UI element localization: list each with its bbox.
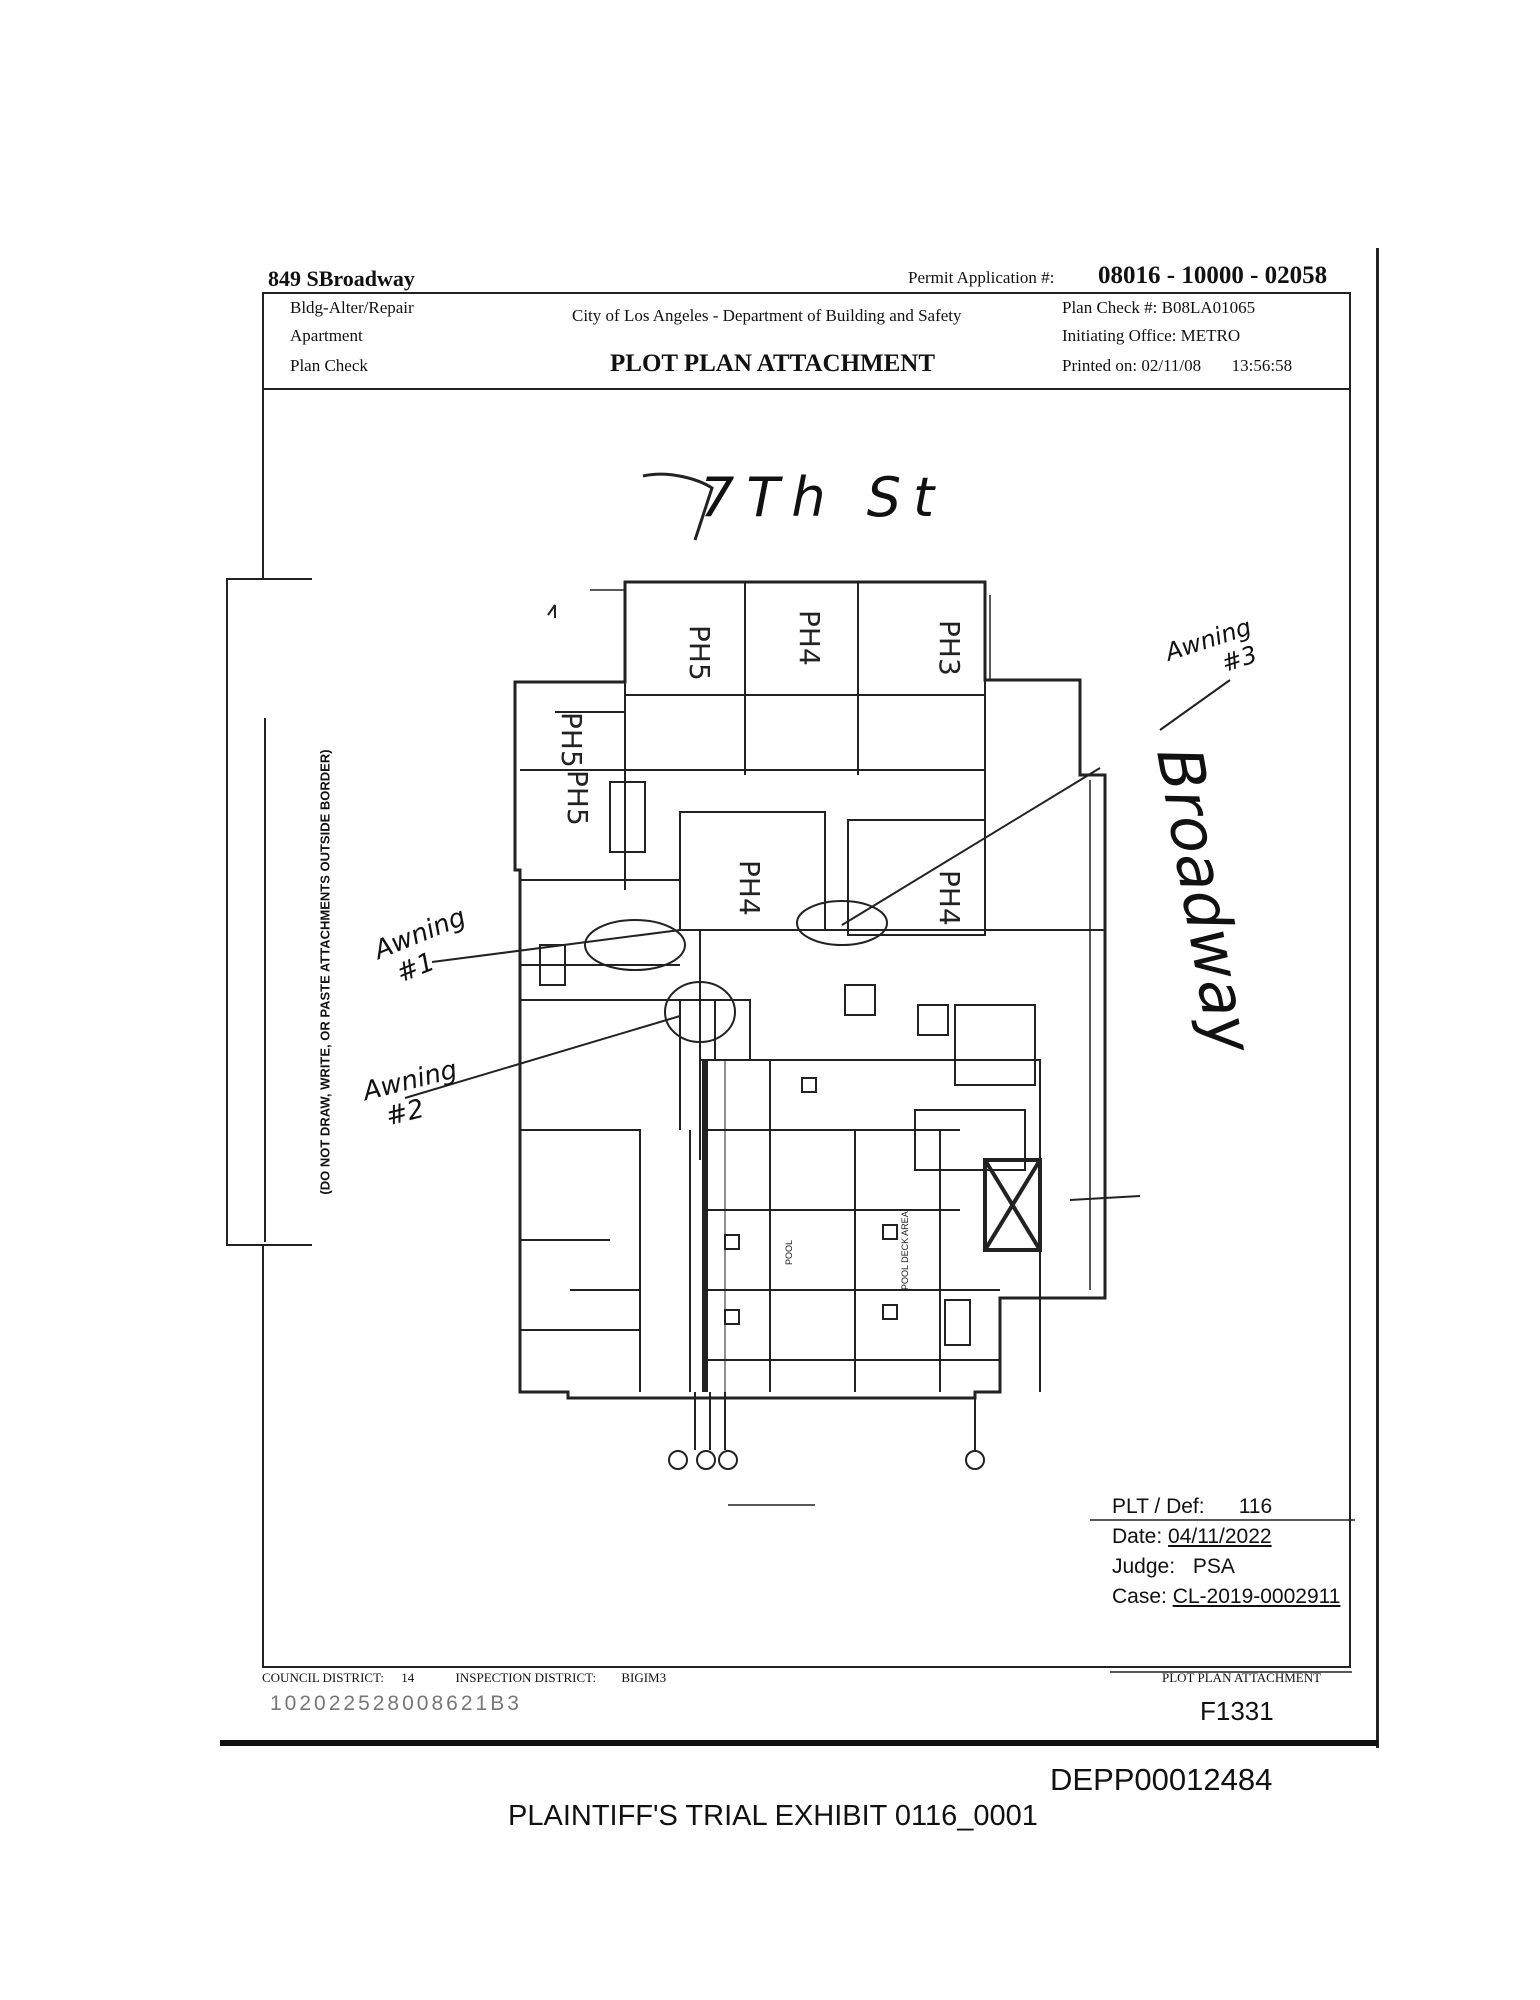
plan-check-row: Plan Check #: B08LA01065: [1062, 298, 1255, 318]
stamp-case: Case: CL-2019-0002911: [1112, 1582, 1340, 1612]
stamp-case-label: Case:: [1112, 1585, 1167, 1608]
pool-label: POOL: [784, 1240, 794, 1265]
unit-label-ph4-c: PH4: [933, 870, 966, 926]
printed-label: Printed on:: [1062, 356, 1138, 375]
pool-deck-label: POOL DECK AREA: [900, 1211, 910, 1290]
stamp-plt-def: PLT / Def: 116: [1112, 1492, 1340, 1522]
header-left-line-3: Plan Check: [290, 356, 368, 375]
stamp-judge-value: PSA: [1192, 1555, 1235, 1578]
plan-check-label: Plan Check #:: [1062, 298, 1158, 317]
footer-rule: [220, 1740, 1378, 1746]
office-label: Initiating Office:: [1062, 326, 1177, 345]
stamp-date: Date: 04/11/2022: [1112, 1522, 1340, 1552]
document-title: PLOT PLAN ATTACHMENT: [610, 350, 936, 377]
exhibit-label: PLAINTIFF'S TRIAL EXHIBIT 0116_0001: [508, 1800, 1038, 1832]
unit-label-ph5-a: PH5: [683, 625, 716, 681]
permit-label: Permit Application #:: [908, 268, 1055, 287]
stamp-case-value: CL-2019-0002911: [1172, 1585, 1341, 1608]
header-left-line-2: Apartment: [290, 326, 363, 345]
plan-check-value: B08LA01065: [1161, 298, 1256, 317]
right-edge-line: [1376, 248, 1379, 1748]
left-bracket-inner: [264, 718, 312, 1242]
printed-row: Printed on: 02/11/08 13:56:58: [1062, 356, 1292, 376]
council-label: COUNCIL DISTRICT:: [262, 1670, 385, 1685]
office-row: Initiating Office: METRO: [1062, 326, 1240, 346]
inspection-label: INSPECTION DISTRICT:: [455, 1670, 597, 1685]
inspection-value: BIGIM3: [621, 1670, 667, 1685]
street-top: 7Th St: [700, 466, 947, 529]
council-value: 14: [401, 1670, 415, 1685]
form-code: F1331: [1200, 1696, 1274, 1726]
plot-plan-footer-label: PLOT PLAN ATTACHMENT: [1162, 1670, 1322, 1685]
footer-districts: COUNCIL DISTRICT: 14 INSPECTION DISTRICT…: [262, 1670, 666, 1686]
unit-label-ph3: PH3: [933, 620, 966, 676]
stamp-plt-def-label: PLT / Def:: [1112, 1495, 1205, 1518]
unit-label-ph5-b: PH5: [555, 712, 588, 768]
stamp-date-value: 04/11/2022: [1168, 1525, 1272, 1548]
left-bracket: [226, 578, 312, 1246]
unit-label-ph4-b: PH4: [733, 860, 766, 916]
address: 849 SBroadway: [268, 266, 415, 291]
office-value: METRO: [1180, 326, 1241, 345]
unit-label-ph5-c: PH5: [561, 770, 594, 826]
stamp-judge-label: Judge:: [1112, 1555, 1176, 1578]
stamp-judge: Judge: PSA: [1112, 1552, 1340, 1582]
exhibit-stamp: PLT / Def: 116 Date: 04/11/2022 Judge: P…: [1112, 1492, 1340, 1612]
barcode-number: 102022528008621B3: [270, 1692, 522, 1715]
header-left-line-1: Bldg-Alter/Repair: [290, 298, 414, 317]
stamp-plt-def-value: 116: [1238, 1495, 1273, 1518]
printed-time: 13:56:58: [1231, 356, 1293, 375]
department-name: City of Los Angeles - Department of Buil…: [572, 306, 962, 325]
stamp-date-label: Date:: [1112, 1525, 1163, 1548]
permit-number: 08016 - 10000 - 02058: [1098, 262, 1328, 289]
printed-date: 02/11/08: [1141, 356, 1202, 375]
unit-label-ph4-a: PH4: [793, 610, 826, 666]
bates-number: DEPP00012484: [1050, 1762, 1273, 1797]
